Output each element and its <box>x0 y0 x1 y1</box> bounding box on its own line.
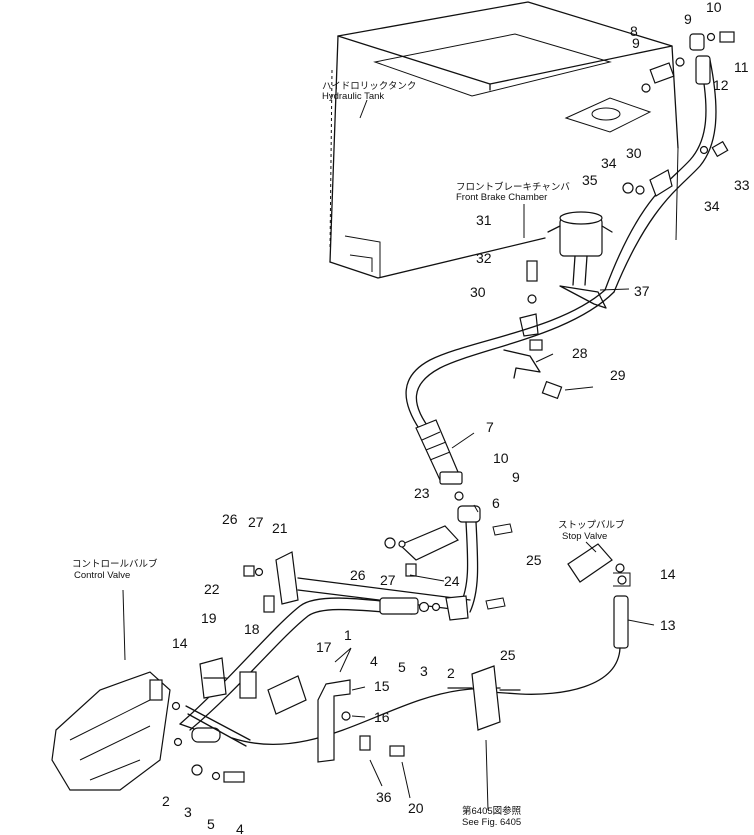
callout-18: 18 <box>244 621 260 637</box>
callout-22: 22 <box>204 581 220 597</box>
callout-26: 26 <box>222 511 238 527</box>
callout-34: 34 <box>601 155 617 171</box>
callout-14: 14 <box>660 566 676 582</box>
callout-30: 30 <box>626 145 642 161</box>
callout-5: 5 <box>207 816 215 832</box>
callout-27: 27 <box>248 514 264 530</box>
callout-10: 10 <box>493 450 509 466</box>
callout-8: 8 <box>630 23 638 39</box>
callout-4: 4 <box>370 653 378 669</box>
leader-lines <box>122 99 655 811</box>
callout-9: 9 <box>512 469 520 485</box>
hose-return-line <box>405 289 606 431</box>
control-valve-label: Control Valve <box>74 570 130 581</box>
callout-26: 26 <box>350 567 366 583</box>
callout-4: 4 <box>236 821 244 835</box>
callout-37: 37 <box>634 283 650 299</box>
callout-19: 19 <box>201 610 217 626</box>
see-fig-label-jp: 第6405図参照 <box>462 805 522 817</box>
callout-5: 5 <box>398 659 406 675</box>
callout-13: 13 <box>660 617 676 633</box>
callout-10: 10 <box>706 0 722 15</box>
bracket-19 <box>199 657 227 699</box>
front-brake-chamber <box>547 211 613 309</box>
part-labels: ハイドロリックタンク Hydraulic Tank フロントブレーキチャンバ F… <box>72 81 625 828</box>
control-valve-label-jp: コントロールバルブ <box>72 558 158 570</box>
callout-9: 9 <box>684 11 692 27</box>
callout-14: 14 <box>172 635 188 651</box>
callout-11: 11 <box>734 59 749 75</box>
callout-25: 25 <box>500 647 516 663</box>
callout-2: 2 <box>447 665 455 681</box>
callout-25: 25 <box>526 552 542 568</box>
callout-34: 34 <box>704 198 720 214</box>
bracket-18 <box>239 671 257 699</box>
callout-6: 6 <box>492 495 500 511</box>
callout-32: 32 <box>476 250 492 266</box>
callout-1: 1 <box>344 627 352 643</box>
bracket-17 <box>267 675 307 715</box>
upper-hose-assembly <box>604 31 735 293</box>
callout-16: 16 <box>374 709 390 725</box>
bracket-21 <box>243 551 471 613</box>
callout-7: 7 <box>486 419 494 435</box>
callout-31: 31 <box>476 212 492 228</box>
callout-numbers: 1 2 2 3 3 4 4 5 5 6 7 8 9 9 9 10 10 11 1… <box>162 0 750 835</box>
hose-item-7 <box>415 419 464 501</box>
callout-15: 15 <box>374 678 390 694</box>
callout-3: 3 <box>420 663 428 679</box>
bracket-15 <box>317 679 405 763</box>
bracket-23 <box>384 523 513 610</box>
callout-30: 30 <box>470 284 486 300</box>
callout-35: 35 <box>582 172 598 188</box>
control-valve <box>51 671 245 791</box>
see-fig-label: See Fig. 6405 <box>462 817 521 828</box>
callout-28: 28 <box>572 345 588 361</box>
callout-3: 3 <box>184 804 192 820</box>
callout-2: 2 <box>162 793 170 809</box>
hydraulic-tank <box>329 1 679 279</box>
callout-21: 21 <box>272 520 288 536</box>
callout-17: 17 <box>316 639 332 655</box>
callout-33: 33 <box>734 177 750 193</box>
stop-valve-label: Stop Valve <box>562 531 607 542</box>
callout-27: 27 <box>380 572 396 588</box>
hydraulic-tank-label-jp: ハイドロリックタンク <box>322 81 416 92</box>
hydraulic-tank-label: Hydraulic Tank <box>322 91 384 102</box>
callout-20: 20 <box>408 800 424 816</box>
bracket-see-fig-6405 <box>447 665 521 731</box>
callout-36: 36 <box>376 789 392 805</box>
clamp-bracket-upper <box>503 260 563 400</box>
secondary-pipe <box>185 687 501 747</box>
front-brake-chamber-label: Front Brake Chamber <box>456 192 547 203</box>
front-brake-chamber-label-jp: フロントブレーキチャンバ <box>456 181 570 193</box>
stop-valve <box>567 543 627 585</box>
hose-item-13 <box>489 595 629 695</box>
callout-12: 12 <box>713 77 729 93</box>
callout-9: 9 <box>632 35 640 51</box>
stop-valve-label-jp: ストップバルブ <box>558 519 625 531</box>
callout-24: 24 <box>444 573 460 589</box>
callout-23: 23 <box>414 485 430 501</box>
callout-29: 29 <box>610 367 626 383</box>
